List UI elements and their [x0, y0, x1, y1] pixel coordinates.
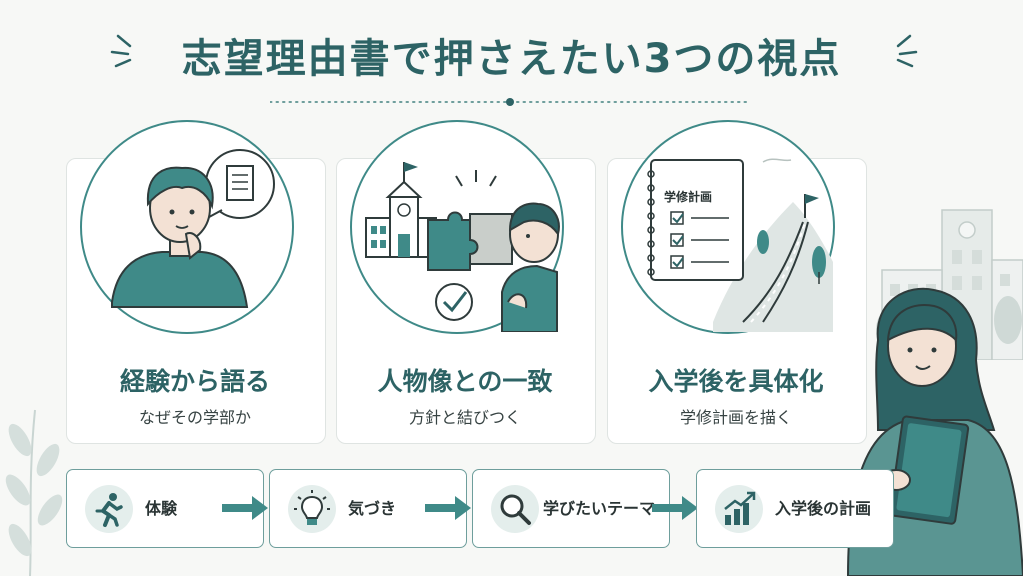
leaf-decoration-left: [5, 409, 63, 576]
magnifier-icon: [500, 494, 531, 525]
arrow-right-icon: [652, 496, 698, 520]
arrow-right-icon: [222, 496, 268, 520]
sparkle-left-icon: [110, 34, 132, 68]
sparkle-right-icon: [896, 34, 918, 68]
card-future-subtitle: 学修計画を描く: [679, 408, 792, 427]
step-plan-label: 入学後の計画: [775, 499, 872, 518]
step-experience-label: 体験: [145, 499, 178, 518]
step-icon-bg: [85, 485, 133, 533]
step-theme-label: 学びたいテーマ: [543, 499, 656, 518]
step-plan: 入学後の計画: [696, 469, 894, 548]
card-persona-subtitle: 方針と結びつく: [408, 408, 521, 427]
step-insight-label: 気づき: [348, 499, 397, 518]
card-future-illustration: [621, 120, 835, 334]
card-future-title: 入学後を具体化: [648, 367, 824, 396]
step-icon-bg: [715, 485, 763, 533]
card-experience-subtitle: なぜその学部か: [138, 408, 251, 427]
step-icon-bg: [491, 485, 539, 533]
step-insight: 気づき: [269, 469, 467, 548]
arrow-right-icon: [425, 496, 471, 520]
card-persona-title: 人物像との一致: [377, 367, 553, 396]
runner-icon: [95, 493, 123, 527]
step-icon-bg: [288, 485, 336, 533]
card-experience-title: 経験から語る: [119, 367, 270, 396]
step-theme: 学びたいテーマ: [472, 469, 670, 548]
card-experience-illustration: [80, 120, 294, 334]
title-divider: [270, 98, 750, 106]
lightbulb-icon: [294, 490, 330, 525]
growth-chart-icon: [724, 491, 756, 525]
notebook-label: 学修計画: [664, 190, 713, 204]
page-title: 志望理由書で押さえたい3つの視点: [181, 36, 842, 82]
card-persona-illustration: [350, 120, 564, 334]
